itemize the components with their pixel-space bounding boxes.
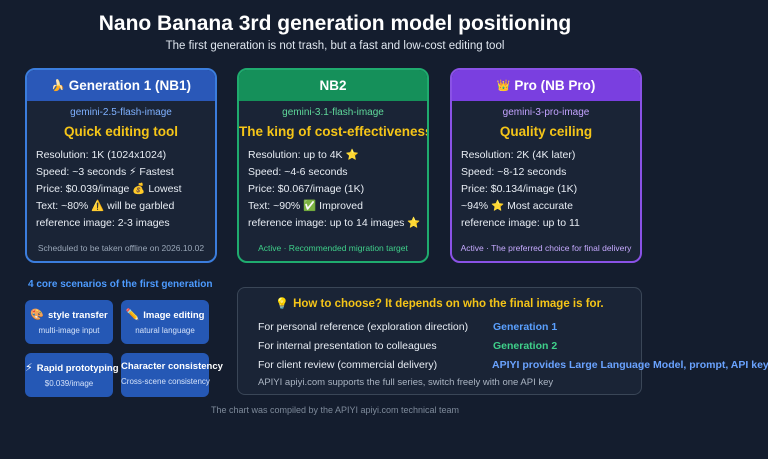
scenario-character-consistency: Character consistency Cross-scene consis… [121,353,223,397]
card-status: Active · Recommended migration target [258,243,408,253]
spec-row: Price: $0.134/image (1K) [461,183,578,195]
star-icon: ⭐ [407,217,421,229]
spec-row: Speed: ~4-6 seconds [248,166,348,178]
choose-row-value: Generation 2 [493,340,558,352]
page-title: Nano Banana 3rd generation model positio… [98,12,572,35]
scenario-style-transfer: 🎨style transfer multi-image input [25,300,113,344]
card-header-label: Generation 1 (NB1) [68,78,191,93]
spec-list: Resolution: 2K (4K later) Speed: ~8-12 s… [461,147,640,232]
card-header: NB2 [239,70,427,101]
model-id: gemini-3.1-flash-image [282,107,384,118]
choose-note: APIYI apiyi.com supports the full series… [258,377,554,388]
scenarios-title: 4 core scenarios of the first generation [28,279,213,290]
spec-row: Speed: ~8-12 seconds [461,166,567,178]
spec-row: Speed: ~3 seconds ⚡ Fastest [36,166,174,178]
warning-icon: ⚠️ [91,200,105,212]
card-header-label: NB2 [319,78,347,93]
spec-row: reference image: 2-3 images [36,217,170,229]
card-header: 👑 Pro (NB Pro) [452,70,640,101]
spec-row: reference image: up to 11 [461,217,580,229]
card-status: Scheduled to be taken offline on 2026.10… [37,243,205,253]
banana-icon: 🍌 [51,80,65,92]
choose-row-label: For personal reference (exploration dire… [258,321,469,333]
palette-icon: 🎨 [30,309,45,321]
scenario-image-editing: ✏️Image editing natural language [121,300,209,344]
credit-line: The chart was compiled by the APIYI apiy… [210,405,460,415]
star-icon: ⭐ [345,149,359,161]
spec-list: Resolution: 1K (1024x1024) Speed: ~3 sec… [36,147,215,232]
card-tagline: Quality ceiling [499,124,593,139]
lightning-icon: ⚡ [25,362,33,374]
choose-row-value: Generation 1 [493,321,558,333]
crown-icon: 👑 [496,80,511,92]
model-id: gemini-3-pro-image [502,107,590,118]
card-nb2: NB2 gemini-3.1-flash-image The king of c… [237,68,429,263]
how-to-choose-panel: 💡How to choose? It depends on who the fi… [237,287,642,395]
card-tagline: Quick editing tool [64,124,178,139]
spec-row: Resolution: 1K (1024x1024) [36,149,167,161]
scenario-rapid-prototyping: ⚡Rapid prototyping $0.039/image [25,353,119,397]
page-subtitle: The first generation is not trash, but a… [165,40,505,52]
lightbulb-icon: 💡 [275,298,290,310]
card-status: Active · The preferred choice for final … [460,243,632,253]
spec-row: Resolution: up to 4K ⭐ [248,149,359,161]
spec-row: Text: ~80% ⚠️ will be garbled [36,200,175,212]
card-generation-1: 🍌 Generation 1 (NB1) gemini-2.5-flash-im… [25,68,217,263]
check-icon: ✅ [303,200,317,212]
spec-row: Text: ~90% ✅ Improved [248,200,363,212]
spec-row: Resolution: 2K (4K later) [461,149,576,161]
choose-heading: How to choose? It depends on who the fin… [293,298,604,310]
choose-row-label: For client review (commercial delivery) [258,359,438,371]
spec-row: Price: $0.039/image 💰 Lowest [36,183,182,195]
lightning-icon: ⚡ [129,166,137,178]
card-tagline: The king of cost-effectiveness [239,124,429,139]
star-icon: ⭐ [491,200,505,212]
model-id: gemini-2.5-flash-image [70,107,172,118]
card-pro: 👑 Pro (NB Pro) gemini-3-pro-image Qualit… [450,68,642,263]
spec-row: Price: $0.067/image (1K) [248,183,365,195]
spec-row: reference image: up to 14 images ⭐ [248,217,421,229]
pencil-icon: ✏️ [125,309,140,321]
spec-row: ~94% ⭐ Most accurate [461,200,574,212]
card-header: 🍌 Generation 1 (NB1) [27,70,215,101]
card-header-label: Pro (NB Pro) [514,78,596,93]
choose-row-value: APIYI provides Large Language Model, pro… [492,359,768,371]
money-bag-icon: 💰 [132,183,146,195]
spec-list: Resolution: up to 4K ⭐ Speed: ~4-6 secon… [248,147,427,232]
choose-row-label: For internal presentation to colleagues [258,340,437,352]
